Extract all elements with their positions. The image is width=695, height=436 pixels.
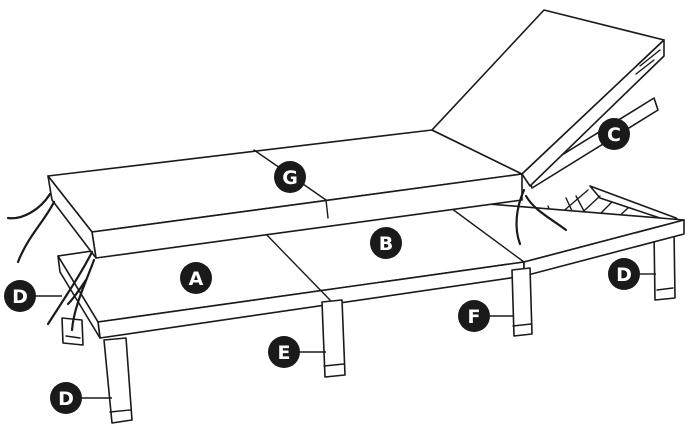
leg-front-right — [511, 267, 533, 337]
svg-text:D: D — [58, 388, 74, 410]
svg-text:F: F — [468, 306, 481, 328]
callout-d-left: D — [4, 280, 36, 312]
callout-g: G — [274, 161, 306, 193]
svg-text:B: B — [379, 233, 393, 255]
leg-rear-left — [61, 317, 84, 346]
backrest-cushion — [431, 9, 665, 187]
tie-straps-right — [515, 188, 568, 246]
svg-text:D: D — [616, 264, 632, 286]
svg-text:D: D — [12, 286, 28, 308]
leader-lines — [36, 273, 656, 399]
callout-a: A — [180, 262, 212, 294]
leg-middle — [321, 299, 346, 378]
callout-f: F — [458, 300, 490, 332]
svg-text:G: G — [282, 167, 298, 189]
svg-text:C: C — [607, 124, 621, 146]
tie-straps-left — [6, 192, 96, 332]
callout-b: B — [370, 227, 402, 259]
leg-front-left — [103, 337, 133, 424]
svg-text:A: A — [189, 268, 204, 290]
callout-d-right: D — [608, 258, 640, 290]
callout-e: E — [268, 336, 300, 368]
callout-d-bottom: D — [50, 382, 82, 414]
callout-c: C — [598, 118, 630, 150]
svg-text:E: E — [278, 342, 291, 364]
